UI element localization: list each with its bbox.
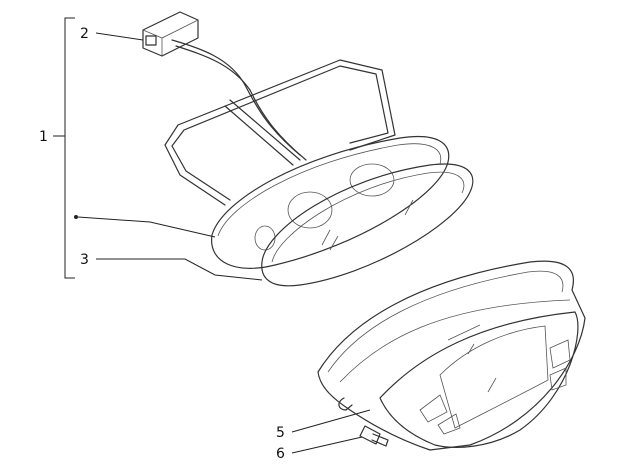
screw — [359, 425, 389, 447]
instrument-lens — [261, 163, 474, 287]
callout-2-label: 2 — [80, 26, 89, 42]
instrument-housing — [211, 136, 450, 269]
wiring-harness — [164, 39, 396, 206]
group-bracket — [53, 17, 75, 279]
callout-6-label: 6 — [276, 446, 285, 462]
instrument-panel — [317, 260, 586, 451]
leader-dot — [74, 215, 78, 219]
callout-3-label: 3 — [80, 252, 89, 268]
leader-lines — [74, 32, 371, 454]
callout-1-label: 1 — [39, 129, 48, 145]
connector-plug — [142, 11, 199, 57]
callout-5-label: 5 — [276, 425, 285, 441]
